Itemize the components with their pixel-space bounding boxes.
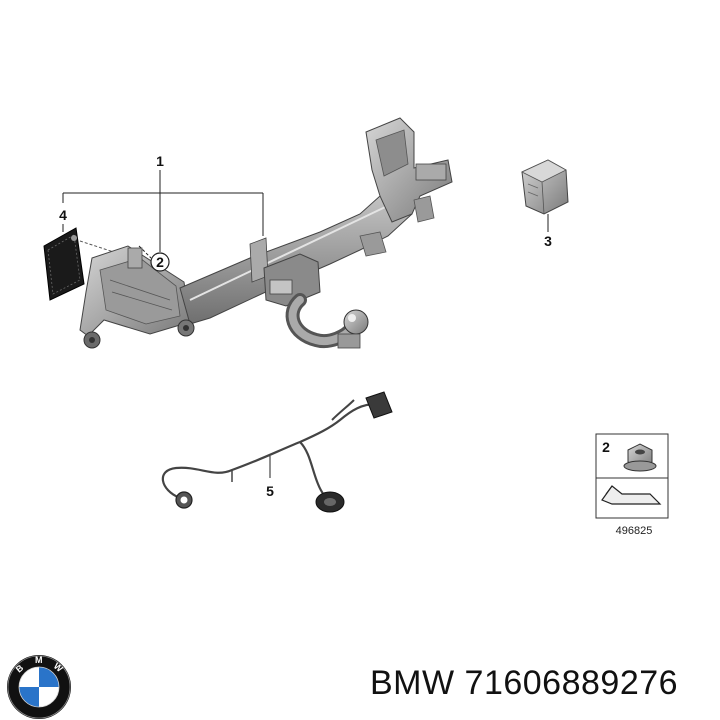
tow-bar-assembly [79, 117, 453, 349]
footer-brand: BMW [370, 664, 455, 702]
svg-text:M: M [35, 655, 43, 665]
svg-text:B: B [14, 662, 26, 674]
callout-3: 3 [544, 233, 552, 249]
callout-5: 5 [266, 483, 274, 499]
legend-part-number: 496825 [616, 525, 653, 537]
callout-4-group: 4 [59, 207, 67, 232]
control-module: 3 [521, 159, 569, 249]
bmw-logo: B M W [7, 655, 71, 719]
torque-wrench-icon [601, 485, 662, 505]
flange-nut-icon [623, 443, 657, 472]
callout-2-group: 2 [138, 245, 170, 272]
footer-part-label: BMW 71606889276 [370, 664, 678, 703]
wiring-harness: 5 [161, 391, 393, 513]
callout-1: 1 [156, 153, 164, 169]
callout-1-group: 1 [62, 153, 264, 252]
callout-4: 4 [59, 207, 67, 223]
footer-part-number: 71606889276 [464, 664, 679, 702]
callout-2: 2 [156, 254, 164, 270]
legend-box: 2 496825 [595, 433, 669, 537]
legend-index: 2 [602, 439, 610, 455]
